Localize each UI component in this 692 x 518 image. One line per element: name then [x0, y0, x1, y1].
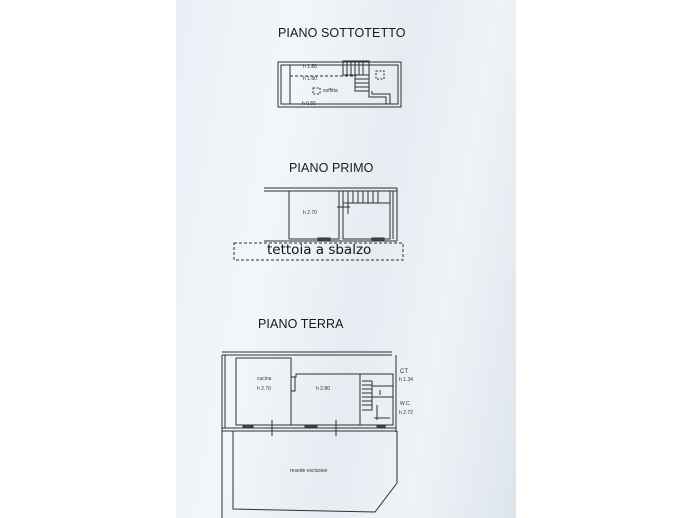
- floor-title-sottotetto: PIANO SOTTOTETTO: [278, 26, 406, 40]
- room-label-cucina: cucina: [257, 376, 272, 382]
- height-label: h 2.70: [303, 210, 317, 216]
- room-label-ct: CT: [400, 369, 408, 375]
- height-label: h 2.70: [257, 386, 271, 392]
- primo-plan: [233, 187, 404, 261]
- height-label: h 0.55: [302, 101, 316, 107]
- sottotetto-plan: [277, 60, 402, 108]
- floor-title-primo: PIANO PRIMO: [289, 161, 374, 175]
- room-label-soffitta: soffitta: [323, 88, 338, 94]
- room-label-wc: W.C.: [400, 401, 411, 407]
- height-label: h 2.72: [399, 410, 413, 416]
- area-label-resede: resede esclusive: [290, 468, 328, 474]
- height-label: h 1.80: [303, 76, 317, 82]
- height-label: h 1.80: [303, 64, 317, 70]
- height-label: h 2.80: [316, 386, 330, 392]
- floor-title-terra: PIANO TERRA: [258, 317, 344, 331]
- canopy-label: tettoia a sbalzo: [267, 242, 372, 258]
- terra-plan: [221, 351, 398, 518]
- height-label: h 1.34: [399, 377, 413, 383]
